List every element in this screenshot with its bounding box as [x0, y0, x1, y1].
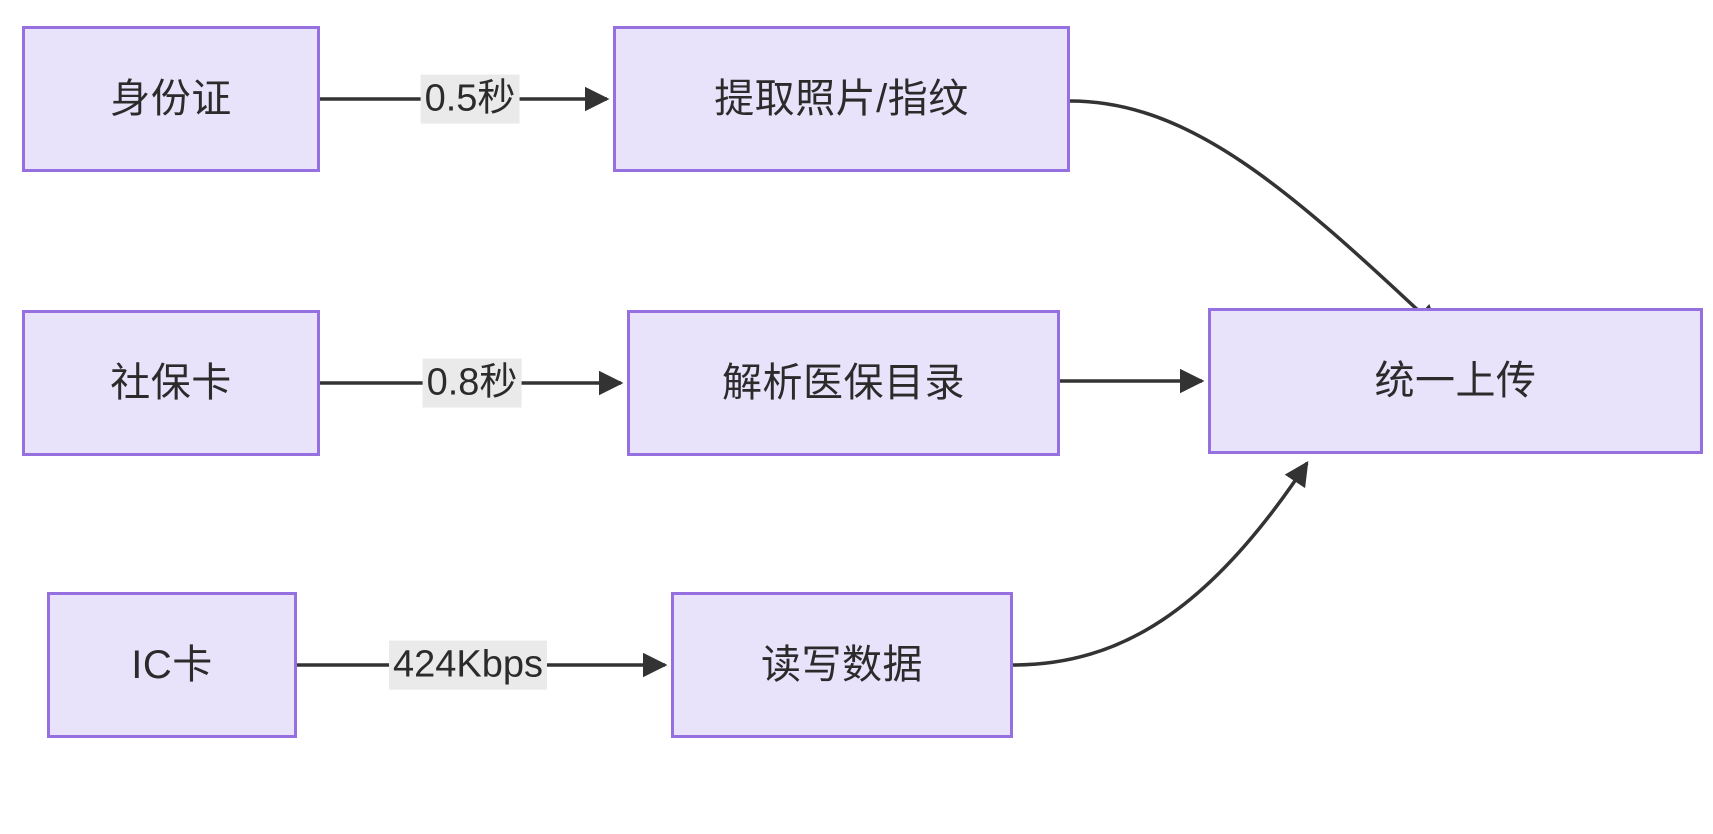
node-label: 读写数据 — [761, 643, 923, 687]
node-label: 社保卡 — [110, 361, 232, 405]
edge-rw-to-upload — [1012, 460, 1309, 667]
node-label: 身份证 — [110, 77, 232, 121]
node-extract-photo-fingerprint[interactable]: 提取照片/指纹 — [613, 26, 1070, 172]
node-idcard[interactable]: 身份证 — [22, 26, 320, 172]
node-label: 解析医保目录 — [722, 361, 965, 405]
node-ic-card[interactable]: IC卡 — [47, 592, 297, 738]
edge-label-0-5-seconds: 0.5秒 — [420, 74, 520, 124]
node-label: 提取照片/指纹 — [714, 77, 969, 121]
node-label: 统一上传 — [1374, 359, 1537, 403]
node-label: IC卡 — [131, 643, 213, 687]
node-unified-upload[interactable]: 统一上传 — [1208, 308, 1703, 454]
node-read-write-data[interactable]: 读写数据 — [671, 592, 1013, 738]
edge-label-424kbps: 424Kbps — [388, 640, 548, 690]
edge-extract-to-upload — [1069, 99, 1439, 330]
edge-label-0-8-seconds: 0.8秒 — [422, 358, 522, 408]
node-parse-medical-catalog[interactable]: 解析医保目录 — [627, 310, 1060, 456]
node-social-security-card[interactable]: 社保卡 — [22, 310, 320, 456]
